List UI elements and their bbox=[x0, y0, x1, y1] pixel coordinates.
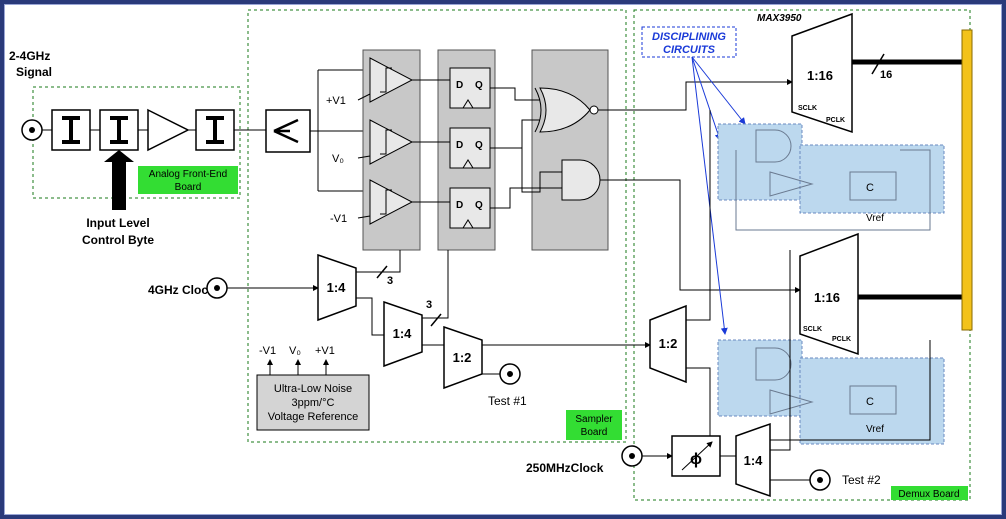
flipflop-bot: D Q bbox=[449, 187, 491, 229]
sampler-board-outline bbox=[247, 9, 627, 443]
disciplining-circuit-bot: C Vref bbox=[717, 339, 945, 445]
comparator-bot bbox=[369, 179, 414, 225]
splitter-icon bbox=[265, 109, 311, 153]
svg-text:Q: Q bbox=[475, 200, 483, 211]
demux-board-label: Demux Board bbox=[891, 486, 968, 500]
svg-text:Vref: Vref bbox=[866, 424, 884, 435]
disciplining-circuit-top: C Vref bbox=[717, 123, 945, 231]
divider-1-2-a: 1:2 bbox=[443, 325, 483, 390]
svg-text:Ultra-Low Noise: Ultra-Low Noise bbox=[274, 383, 352, 395]
amplifier-icon bbox=[147, 108, 190, 152]
and-gate bbox=[561, 159, 601, 201]
svg-text:Analog Front-End: Analog Front-End bbox=[149, 169, 227, 180]
demux-1-16-bot: 1:16 SCLK PCLK bbox=[799, 232, 859, 356]
ref-v0-label: V₀ bbox=[332, 153, 344, 165]
coax-connector-icon bbox=[621, 445, 643, 467]
svg-text:1:2: 1:2 bbox=[453, 350, 472, 365]
input-level-label-2: Control Byte bbox=[82, 233, 154, 247]
max-chip-label: MAX3950 bbox=[757, 13, 802, 24]
svg-text:Board: Board bbox=[581, 427, 608, 438]
signal-title: 2-4GHz bbox=[9, 49, 50, 63]
svg-text:3ppm/°C: 3ppm/°C bbox=[292, 397, 335, 409]
sampler-board-label: Sampler Board bbox=[566, 410, 622, 440]
divider-1-2-b: 1:2 bbox=[649, 304, 687, 384]
bus-bits-1: 3 bbox=[387, 275, 393, 287]
attenuator-icon bbox=[195, 109, 235, 151]
bus-bits-2: 3 bbox=[426, 299, 432, 311]
flipflop-mid: D Q bbox=[449, 127, 491, 169]
svg-text:SCLK: SCLK bbox=[798, 105, 817, 112]
svg-text:D: D bbox=[456, 200, 463, 211]
clock-250mhz-label: 250MHzClock bbox=[526, 461, 604, 475]
ref-v1p-label: +V1 bbox=[326, 95, 346, 107]
divider-1-4-a: 1:4 bbox=[317, 253, 357, 322]
svg-text:Vref: Vref bbox=[866, 213, 884, 224]
input-level-label: Input Level bbox=[86, 216, 149, 230]
xnor-gate bbox=[534, 87, 599, 133]
analog-frontend-board-outline bbox=[32, 86, 241, 199]
svg-text:CIRCUITS: CIRCUITS bbox=[663, 44, 716, 56]
svg-text:SCLK: SCLK bbox=[803, 326, 822, 333]
svg-text:D: D bbox=[456, 140, 463, 151]
test2-label: Test #2 bbox=[842, 473, 881, 487]
disciplining-label: DISCIPLINING CIRCUITS bbox=[641, 26, 737, 58]
clock-4ghz-label: 4GHz Clock bbox=[148, 283, 215, 297]
divider-1-4-b: 1:4 bbox=[383, 300, 423, 368]
svg-text:Q: Q bbox=[475, 80, 483, 91]
svg-text:Voltage Reference: Voltage Reference bbox=[268, 411, 359, 423]
svg-text:1:16: 1:16 bbox=[807, 68, 833, 83]
bus-width-label: 16 bbox=[880, 69, 892, 81]
svg-text:C: C bbox=[866, 396, 874, 408]
comparator-mid bbox=[369, 119, 414, 165]
demux-1-16-top: 1:16 SCLK PCLK bbox=[791, 12, 853, 134]
comparator-top bbox=[369, 57, 414, 103]
demux-board-outline bbox=[633, 9, 971, 501]
coax-connector-icon bbox=[499, 363, 521, 385]
ref-v1m-label: -V1 bbox=[330, 213, 347, 225]
svg-text:-V1: -V1 bbox=[259, 345, 276, 357]
svg-text:V₀: V₀ bbox=[289, 345, 301, 357]
test1-label: Test #1 bbox=[488, 394, 527, 408]
svg-text:Board: Board bbox=[175, 182, 202, 193]
svg-text:Q: Q bbox=[475, 140, 483, 151]
svg-text:C: C bbox=[866, 182, 874, 194]
svg-text:+V1: +V1 bbox=[315, 345, 335, 357]
svg-text:Demux Board: Demux Board bbox=[898, 489, 959, 500]
logic-bank bbox=[531, 49, 609, 251]
coax-connector-icon bbox=[206, 277, 228, 299]
svg-text:1:4: 1:4 bbox=[327, 280, 347, 295]
svg-text:1:16: 1:16 bbox=[814, 290, 840, 305]
coax-connector-icon bbox=[21, 119, 43, 141]
svg-text:PCLK: PCLK bbox=[826, 117, 845, 124]
svg-text:1:4: 1:4 bbox=[744, 453, 764, 468]
attenuator-icon bbox=[51, 109, 91, 151]
svg-text:PCLK: PCLK bbox=[832, 336, 851, 343]
svg-text:1:2: 1:2 bbox=[659, 336, 678, 351]
coax-connector-icon bbox=[809, 469, 831, 491]
arrow-up-icon bbox=[104, 150, 134, 210]
analog-board-label: Analog Front-End Board bbox=[138, 166, 238, 194]
voltage-reference: Ultra-Low Noise 3ppm/°C Voltage Referenc… bbox=[256, 345, 370, 431]
svg-text:Sampler: Sampler bbox=[575, 414, 613, 425]
attenuator-icon bbox=[99, 109, 139, 151]
svg-text:1:4: 1:4 bbox=[393, 326, 413, 341]
output-bus-bar bbox=[961, 29, 973, 331]
phase-shifter-icon: ϕ bbox=[671, 435, 721, 477]
divider-1-4-c: 1:4 bbox=[735, 422, 771, 498]
svg-text:D: D bbox=[456, 80, 463, 91]
svg-text:DISCIPLINING: DISCIPLINING bbox=[652, 31, 726, 43]
svg-text:ϕ: ϕ bbox=[690, 451, 702, 468]
flipflop-top: D Q bbox=[449, 67, 491, 109]
signal-title-2: Signal bbox=[16, 65, 52, 79]
